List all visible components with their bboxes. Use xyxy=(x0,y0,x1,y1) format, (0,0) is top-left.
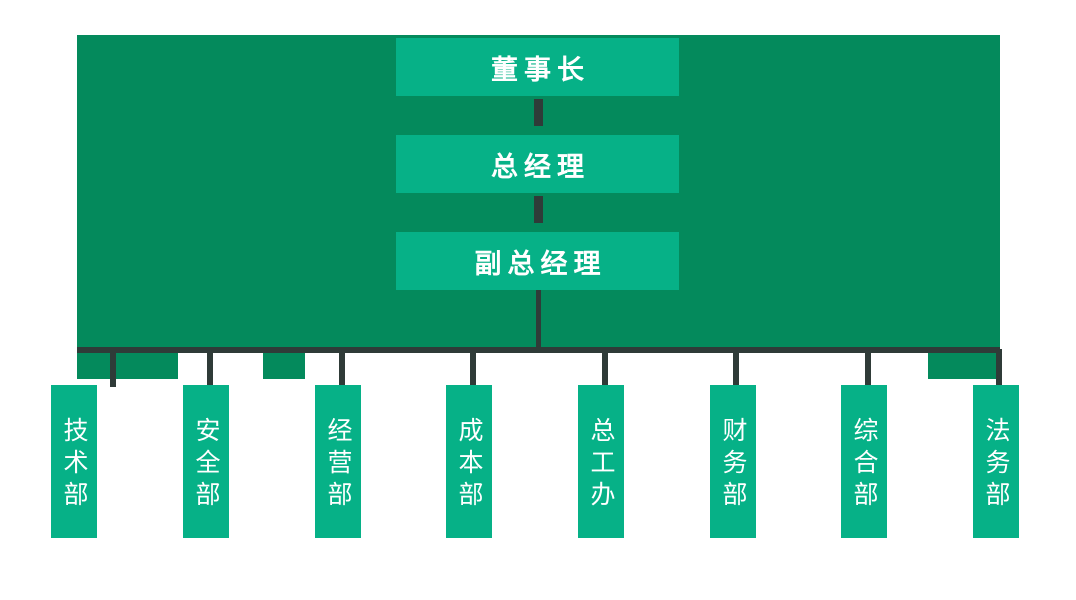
dept-box-general-affairs[interactable]: 综合部 xyxy=(841,385,887,538)
dept-box-operations[interactable]: 经营部 xyxy=(315,385,361,538)
dept-box-finance[interactable]: 财务部 xyxy=(710,385,756,538)
dept-box-legal[interactable]: 法务部 xyxy=(973,385,1019,538)
connector-chairman-to-gm xyxy=(534,99,543,126)
connector-drop-safety xyxy=(207,349,213,387)
dept-box-cost[interactable]: 成本部 xyxy=(446,385,492,538)
connector-gm-to-deputy-gm xyxy=(534,196,543,223)
connector-drop-technology xyxy=(110,349,116,387)
dept-box-safety[interactable]: 安全部 xyxy=(183,385,229,538)
exec-box-deputy-general-manager[interactable]: 副总经理 xyxy=(396,232,679,290)
connector-horizontal-bus xyxy=(77,347,1000,353)
connector-drop-operations xyxy=(339,349,345,387)
connector-drop-finance xyxy=(733,349,739,387)
connector-drop-legal xyxy=(996,349,1002,387)
connector-drop-general xyxy=(865,349,871,387)
dept-box-technology[interactable]: 技术部 xyxy=(51,385,97,538)
connector-drop-cost xyxy=(470,349,476,387)
exec-box-chairman[interactable]: 董事长 xyxy=(396,38,679,96)
exec-box-general-manager[interactable]: 总经理 xyxy=(396,135,679,193)
connector-trunk-line xyxy=(536,290,541,352)
connector-drop-chief-eng xyxy=(602,349,608,387)
dept-box-chief-engineer-office[interactable]: 总工办 xyxy=(578,385,624,538)
